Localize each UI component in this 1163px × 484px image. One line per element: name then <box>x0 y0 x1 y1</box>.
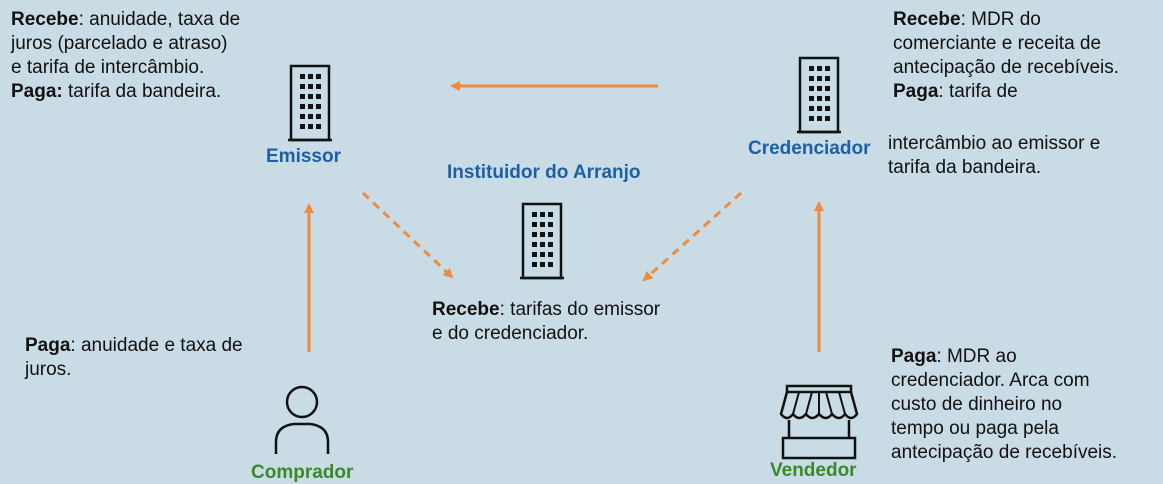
building-icon <box>520 202 564 280</box>
paga-label: Paga <box>891 346 937 367</box>
arrow-credenciador-to-instituidor <box>642 191 743 282</box>
instituidor-line1: : tarifas do emissor <box>499 299 661 320</box>
paga-label: Paga <box>893 81 939 102</box>
recebe-label: Recebe <box>11 9 79 30</box>
emissor-recebe-line2: juros (parcelado e atraso) <box>11 33 228 54</box>
person-icon <box>274 385 330 454</box>
storefront-icon <box>779 384 859 460</box>
credenciador-recebe-line2: comerciante e receita de <box>893 33 1102 54</box>
emissor-recebe-line3: e tarifa de intercâmbio. <box>11 57 205 78</box>
paga-label: Paga <box>25 335 71 356</box>
vendedor-description: Paga: MDR ao credenciador. Arca com cust… <box>891 345 1117 465</box>
credenciador-paga-description: intercâmbio ao emissor e tarifa da bande… <box>888 132 1100 180</box>
emissor-description: Recebe: anuidade, taxa de juros (parcela… <box>11 8 240 104</box>
building-icon <box>797 56 841 134</box>
vendedor-line4: tempo ou paga pela <box>891 418 1059 439</box>
credenciador-label: Credenciador <box>748 138 871 159</box>
emissor-paga-text: tarifa da bandeira. <box>62 81 222 102</box>
credenciador-paga-line3: tarifa da bandeira. <box>888 157 1042 178</box>
emissor-recebe-line1: : anuidade, taxa de <box>78 9 241 30</box>
building-icon <box>288 64 332 142</box>
vendedor-line2: credenciador. Arca com <box>891 370 1090 391</box>
arrow-emissor-to-instituidor <box>361 191 454 279</box>
credenciador-recebe-description: Recebe: MDR do comerciante e receita de … <box>893 8 1119 104</box>
recebe-label: Recebe <box>893 9 961 30</box>
credenciador-paga-line2: intercâmbio ao emissor e <box>888 133 1101 154</box>
vendedor-label: Vendedor <box>770 460 857 481</box>
vendedor-line5: antecipação de recebíveis. <box>891 442 1118 463</box>
comprador-label: Comprador <box>251 462 354 483</box>
credenciador-recebe-line3: antecipação de recebíveis. <box>893 57 1120 78</box>
credenciador-paga-line1: : tarifa de <box>938 81 1018 102</box>
instituidor-description: Recebe: tarifas do emissor e do credenci… <box>432 298 660 346</box>
instituidor-label: Instituidor do Arranjo <box>447 162 641 183</box>
instituidor-line2: e do credenciador. <box>432 323 589 344</box>
credenciador-recebe-line1: : MDR do <box>960 9 1041 30</box>
vendedor-line3: custo de dinheiro no <box>891 394 1063 415</box>
paga-label: Paga: <box>11 81 63 102</box>
comprador-description: Paga: anuidade e taxa de juros. <box>25 334 243 382</box>
recebe-label: Recebe <box>432 299 500 320</box>
comprador-line1: : anuidade e taxa de <box>70 335 243 356</box>
comprador-line2: juros. <box>25 359 72 380</box>
emissor-label: Emissor <box>266 146 341 167</box>
vendedor-line1: : MDR ao <box>936 346 1017 367</box>
